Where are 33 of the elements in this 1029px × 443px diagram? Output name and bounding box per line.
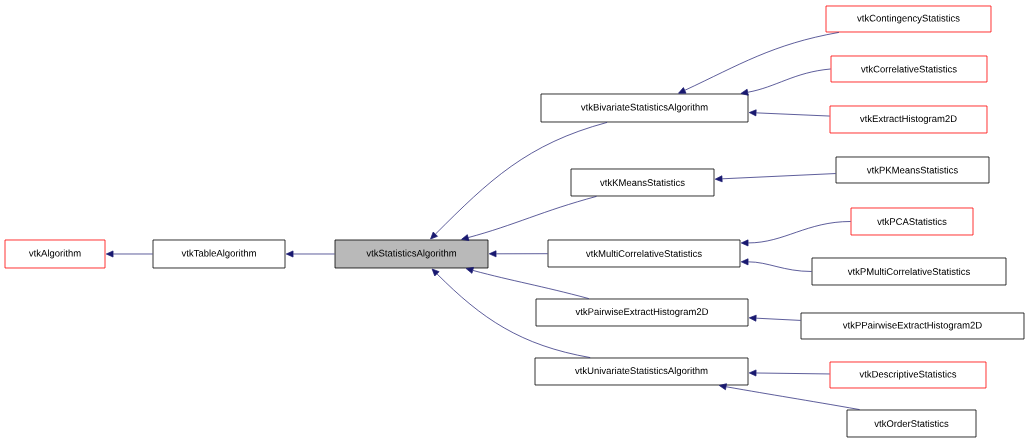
class-box: vtkPCAStatistics bbox=[850, 207, 974, 236]
inheritance-arrow bbox=[748, 314, 801, 322]
inheritance-arrow bbox=[431, 268, 591, 358]
inheritance-arrow bbox=[285, 250, 335, 258]
class-box: vtkMultiCorrelativeStatistics bbox=[547, 239, 741, 268]
class-box: vtkPPairwiseExtractHistogram2D bbox=[800, 312, 1025, 340]
inheritance-arrow bbox=[714, 173, 836, 183]
class-box: vtkStatisticsAlgorithm bbox=[334, 239, 489, 269]
class-box: vtkBivariateStatisticsAlgorithm bbox=[540, 93, 749, 123]
class-box: vtkDescriptiveStatistics bbox=[829, 361, 987, 389]
class-box: vtkContingencyStatistics bbox=[825, 5, 992, 33]
inheritance-arrow bbox=[719, 383, 860, 410]
class-box: vtkPKMeansStatistics bbox=[835, 156, 990, 184]
inheritance-arrow bbox=[465, 267, 590, 299]
inheritance-arrow bbox=[461, 196, 597, 241]
class-box: vtkExtractHistogram2D bbox=[829, 105, 988, 134]
class-box: vtkKMeansStatistics bbox=[570, 168, 715, 197]
inheritance-arrow bbox=[740, 258, 812, 272]
class-box: vtkOrderStatistics bbox=[846, 409, 977, 438]
inheritance-arrow bbox=[430, 122, 608, 240]
class-box: vtkAlgorithm bbox=[4, 239, 106, 269]
inheritance-arrow bbox=[678, 32, 840, 94]
inheritance-arrow bbox=[488, 250, 548, 258]
class-box: vtkCorrelativeStatistics bbox=[830, 55, 988, 83]
inheritance-arrow bbox=[740, 221, 851, 247]
inheritance-arrow bbox=[105, 250, 153, 258]
class-box: vtkTableAlgorithm bbox=[152, 239, 286, 269]
inheritance-arrow bbox=[748, 109, 830, 117]
class-box: vtkPairwiseExtractHistogram2D bbox=[535, 298, 749, 327]
inheritance-arrow bbox=[740, 68, 831, 96]
inheritance-arrow bbox=[748, 369, 830, 377]
class-box: vtkPMultiCorrelativeStatistics bbox=[811, 257, 1007, 286]
class-box: vtkUnivariateStatisticsAlgorithm bbox=[534, 357, 749, 386]
